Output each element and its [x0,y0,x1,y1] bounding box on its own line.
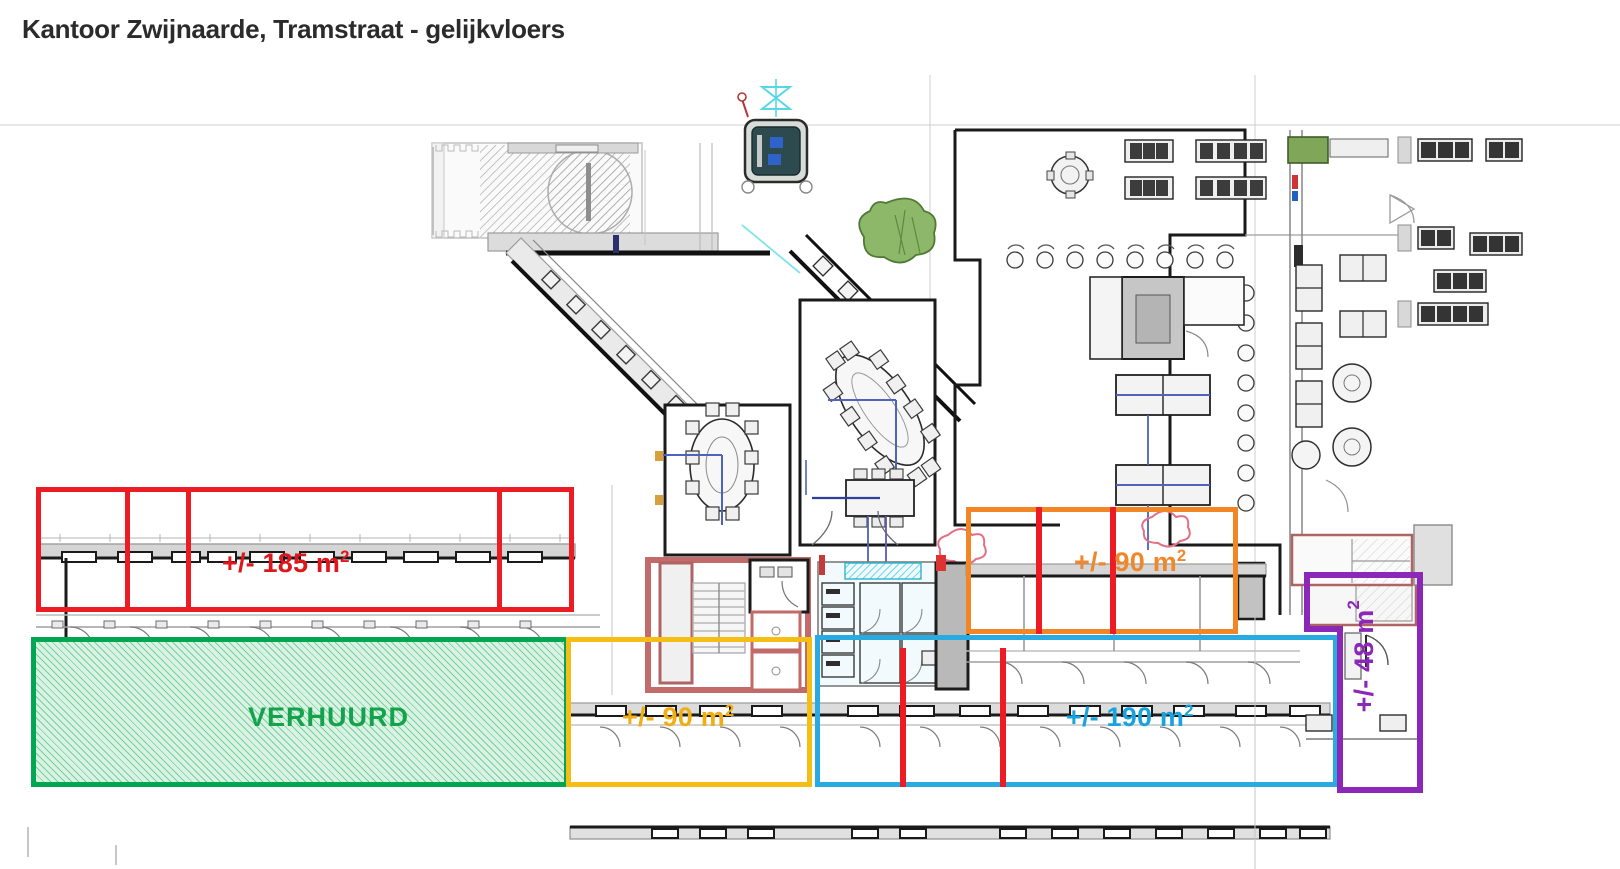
zone-label-90-orange-text: +/- 90 m [1074,547,1177,577]
page-title: Kantoor Zwijnaarde, Tramstraat - gelijkv… [22,14,565,44]
zone-label-185: +/- 185 m2 [222,548,350,579]
zone-divider-orange-2 [1110,507,1116,634]
zone-boundary-90-orange[interactable] [966,507,1238,634]
zone-label-48-text: +/- 48 m [1349,609,1379,713]
zone-divider-red-1 [125,487,130,612]
zone-label-190-sup: 2 [1184,701,1194,720]
zone-divider-red-2 [186,487,191,612]
zone-label-verhuurd: VERHUURD [248,702,410,732]
zone-label-190: +/- 190 m2 [1066,702,1194,733]
zone-divider-red-3 [497,487,502,612]
zone-label-90-orange: +/- 90 m2 [1074,547,1186,578]
zone-boundary-190[interactable] [815,635,1338,787]
zone-label-90-yellow-sup: 2 [724,701,735,720]
zone-label-90-yellow-text: +/- 90 m [622,702,725,732]
floorplan-drawing [0,55,1620,869]
zone-boundary-90-yellow[interactable] [566,637,812,787]
zone-label-48: +/- 48 m2 [1344,600,1380,713]
zone-label-90-yellow: +/- 90 m2 [622,702,734,733]
zone-label-90-orange-sup: 2 [1176,546,1187,565]
zone-boundary-185[interactable] [36,487,574,612]
zone-boundary-verhuurd[interactable] [31,637,569,787]
zone-divider-orange-1 [1036,507,1042,634]
zone-label-190-text: +/- 190 m [1066,702,1185,732]
zone-label-48-sup: 2 [1344,600,1363,610]
zone-boundary-48[interactable] [1304,572,1423,793]
zone-label-185-text: +/- 185 m [222,548,341,578]
zone-label-185-sup: 2 [340,547,350,566]
zone-divider-cyan-2 [1000,648,1006,787]
zone-divider-cyan-1 [900,648,906,787]
